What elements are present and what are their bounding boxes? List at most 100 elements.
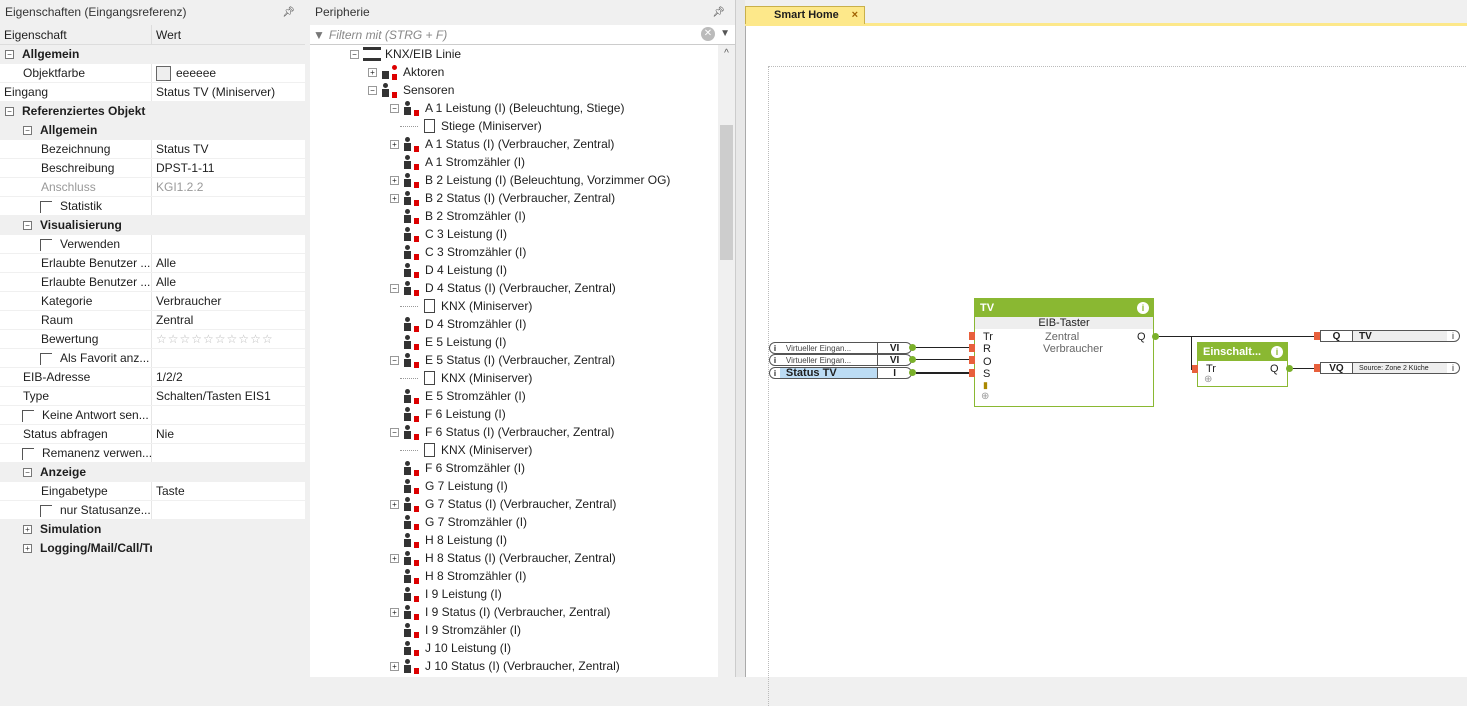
tree-item[interactable]: −A 1 Leistung (I) (Beleuchtung, Stiege) bbox=[310, 99, 718, 117]
property-value[interactable]: Zentral bbox=[152, 311, 305, 329]
output-connector[interactable] bbox=[909, 344, 916, 351]
close-icon[interactable]: × bbox=[851, 9, 858, 21]
tree-item[interactable]: F 6 Leistung (I) bbox=[310, 405, 718, 423]
output-port-q[interactable]: Q bbox=[1270, 363, 1279, 375]
input-connector[interactable] bbox=[969, 356, 975, 364]
property-value[interactable]: Taste bbox=[152, 482, 305, 500]
tree-item[interactable]: G 7 Stromzähler (I) bbox=[310, 513, 718, 531]
property-row[interactable]: Keine Antwort sen... bbox=[0, 406, 305, 425]
property-value[interactable]: Verbraucher bbox=[152, 292, 305, 310]
tree-scrollbar[interactable]: ^ bbox=[718, 45, 735, 677]
expand-icon[interactable]: + bbox=[390, 193, 399, 203]
lock-icon[interactable]: ▮ bbox=[983, 380, 988, 390]
tree-item[interactable]: I 9 Leistung (I) bbox=[310, 585, 718, 603]
input-connector[interactable] bbox=[969, 369, 975, 377]
property-row[interactable]: +Simulation bbox=[0, 520, 305, 539]
tree-item[interactable]: E 5 Stromzähler (I) bbox=[310, 387, 718, 405]
property-row[interactable]: Als Favorit anz... bbox=[0, 349, 305, 368]
tree-item[interactable]: KNX (Miniserver) bbox=[310, 369, 718, 387]
expand-icon[interactable]: + bbox=[368, 67, 377, 77]
tree-item[interactable]: −F 6 Status (I) (Verbraucher, Zentral) bbox=[310, 423, 718, 441]
tree-item[interactable]: +H 8 Status (I) (Verbraucher, Zentral) bbox=[310, 549, 718, 567]
tree-item[interactable]: C 3 Stromzähler (I) bbox=[310, 243, 718, 261]
tree-item[interactable]: +J 10 Status (I) (Verbraucher, Zentral) bbox=[310, 657, 718, 675]
collapse-icon[interactable]: − bbox=[23, 221, 32, 231]
property-value[interactable]: Status TV bbox=[152, 140, 305, 158]
info-icon[interactable]: i bbox=[1452, 331, 1454, 341]
property-value[interactable]: 1/2/2 bbox=[152, 368, 305, 386]
tree-item[interactable]: F 6 Stromzähler (I) bbox=[310, 459, 718, 477]
einschalt-block[interactable]: Einschalt...i Tr Q ⊕ bbox=[1197, 342, 1288, 387]
info-icon[interactable]: i bbox=[773, 355, 777, 365]
info-icon[interactable]: i bbox=[1271, 346, 1283, 358]
checkbox[interactable] bbox=[40, 352, 52, 365]
tree-item[interactable]: +B 2 Leistung (I) (Beleuchtung, Vorzimme… bbox=[310, 171, 718, 189]
column-eigenschaft[interactable]: Eigenschaft bbox=[0, 25, 152, 44]
collapse-icon[interactable]: − bbox=[390, 427, 399, 437]
tab-smart-home[interactable]: Smart Home× bbox=[745, 6, 865, 24]
tree-item[interactable]: Stiege (Miniserver) bbox=[310, 117, 718, 135]
checkbox[interactable] bbox=[40, 200, 52, 213]
expand-icon[interactable]: + bbox=[23, 544, 32, 554]
collapse-icon[interactable]: − bbox=[350, 49, 359, 59]
expand-icon[interactable]: + bbox=[390, 553, 399, 563]
property-row[interactable]: Bewertung☆☆☆☆☆☆☆☆☆☆ bbox=[0, 330, 305, 349]
tree-item[interactable]: G 7 Leistung (I) bbox=[310, 477, 718, 495]
expand-icon[interactable]: + bbox=[390, 607, 399, 617]
checkbox[interactable] bbox=[22, 447, 34, 460]
property-row[interactable]: −Referenziertes Objekt bbox=[0, 102, 305, 121]
tree-item[interactable]: +G 7 Status (I) (Verbraucher, Zentral) bbox=[310, 495, 718, 513]
tree-item[interactable]: H 8 Leistung (I) bbox=[310, 531, 718, 549]
property-value[interactable]: Nie bbox=[152, 425, 305, 443]
panel-splitter[interactable] bbox=[735, 0, 745, 677]
filter-input[interactable]: ▼Filtern mit (STRG + F)✕▼ bbox=[310, 25, 735, 45]
property-value[interactable]: Schalten/Tasten EIS1 bbox=[152, 387, 305, 405]
output-port-q[interactable]: Q bbox=[1137, 331, 1146, 343]
tree-item[interactable]: +A 1 Status (I) (Verbraucher, Zentral) bbox=[310, 135, 718, 153]
collapse-icon[interactable]: − bbox=[23, 468, 32, 478]
property-value[interactable]: Status TV (Miniserver) bbox=[152, 83, 305, 101]
tree-item[interactable]: KNX (Miniserver) bbox=[310, 441, 718, 459]
info-icon[interactable]: i bbox=[1137, 302, 1149, 314]
input-port-o[interactable]: O bbox=[983, 356, 992, 368]
property-row[interactable]: Verwenden bbox=[0, 235, 305, 254]
input-connector[interactable] bbox=[1314, 364, 1320, 372]
property-row[interactable]: Remanenz verwen... bbox=[0, 444, 305, 463]
input-connector[interactable] bbox=[969, 332, 975, 340]
output-connector[interactable] bbox=[1286, 365, 1293, 372]
info-icon[interactable]: i bbox=[1452, 363, 1454, 373]
add-input-icon[interactable]: ⊕ bbox=[981, 391, 990, 402]
expand-icon[interactable]: + bbox=[390, 175, 399, 185]
checkbox[interactable] bbox=[40, 504, 52, 517]
input-connector[interactable] bbox=[969, 344, 975, 352]
tree-item[interactable]: −Sensoren bbox=[310, 81, 718, 99]
output-connector[interactable] bbox=[1152, 333, 1159, 340]
tree-item[interactable]: A 1 Stromzähler (I) bbox=[310, 153, 718, 171]
info-icon[interactable]: i bbox=[773, 343, 777, 353]
property-value[interactable]: DPST-1-11 bbox=[152, 159, 305, 177]
collapse-icon[interactable]: − bbox=[23, 126, 32, 136]
input-port-r[interactable]: R bbox=[983, 343, 991, 355]
expand-icon[interactable]: + bbox=[23, 525, 32, 535]
collapse-icon[interactable]: − bbox=[390, 355, 399, 365]
pin-icon[interactable]: 📌︎ bbox=[712, 7, 725, 18]
tree-item[interactable]: E 5 Leistung (I) bbox=[310, 333, 718, 351]
property-value[interactable]: ☆☆☆☆☆☆☆☆☆☆ bbox=[152, 330, 305, 348]
tree-item[interactable]: B 2 Stromzähler (I) bbox=[310, 207, 718, 225]
collapse-icon[interactable]: − bbox=[5, 107, 14, 117]
tree-item[interactable]: H 8 Stromzähler (I) bbox=[310, 567, 718, 585]
